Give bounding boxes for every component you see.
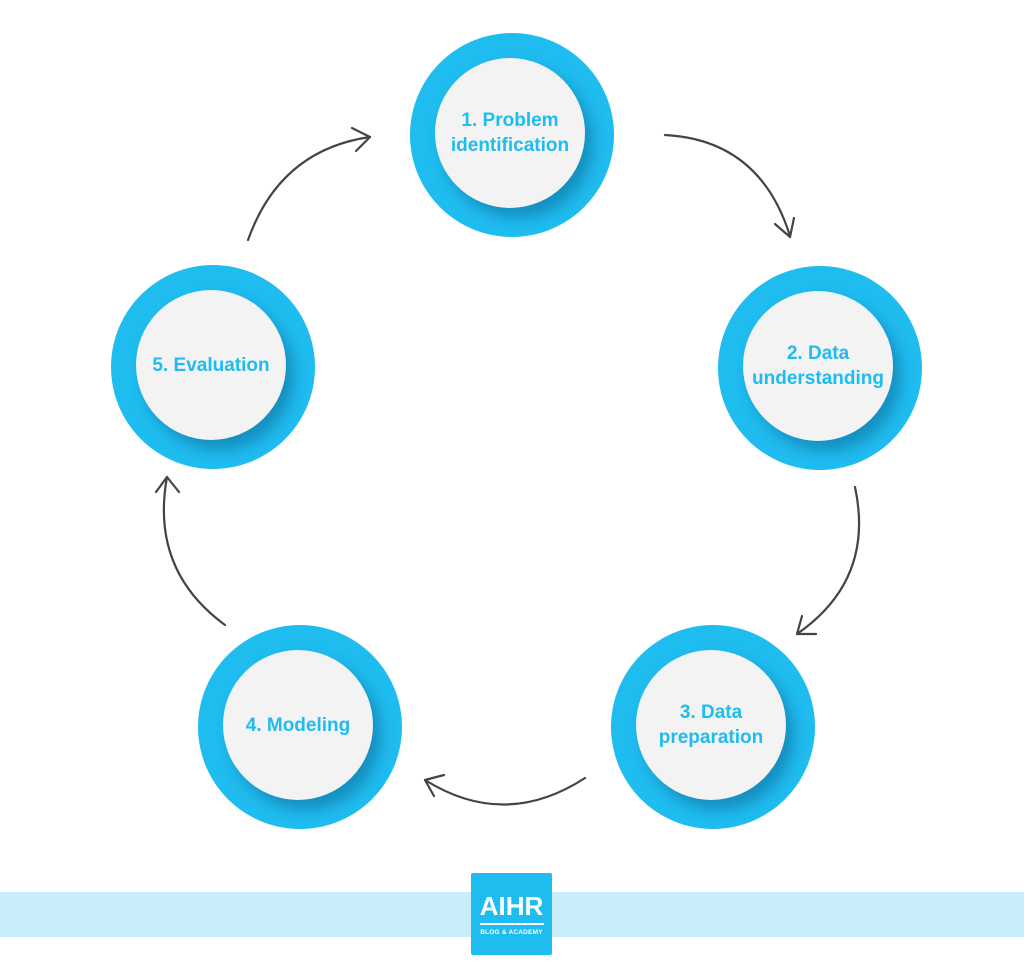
step-label: 3. Data preparation — [658, 702, 764, 748]
step-3-data-preparation: 3. Data preparation — [611, 625, 815, 829]
step-5-evaluation: 5. Evaluation — [111, 265, 315, 469]
step-4-modeling: 4. Modeling — [198, 625, 402, 829]
arrow-3-to-4 — [423, 776, 587, 806]
arrow-2-to-3 — [795, 485, 861, 636]
step-inner: 3. Data preparation — [636, 650, 786, 800]
step-label: 5. Evaluation — [152, 354, 270, 376]
arrow-3-to-4-head — [423, 773, 446, 798]
step-inner: 4. Modeling — [223, 650, 373, 800]
logo-subtitle: BLOG & ACADEMY — [480, 929, 543, 936]
step-inner: 2. Data understanding — [743, 291, 893, 441]
step-label: 1. Problem identification — [450, 110, 570, 156]
arrow-5-to-1-head — [350, 126, 372, 153]
step-inner: 1. Problem identification — [435, 58, 585, 208]
step-label: 2. Data understanding — [752, 343, 884, 389]
logo-divider — [479, 923, 544, 925]
arrow-4-to-5 — [162, 475, 227, 627]
step-2-data-understanding: 2. Data understanding — [718, 266, 922, 470]
logo-title: AIHR — [479, 891, 544, 921]
arrow-5-to-1 — [246, 135, 372, 242]
arrow-1-to-2 — [663, 133, 792, 238]
arrow-2-to-3-head — [795, 614, 818, 636]
aihr-logo: AIHR BLOG & ACADEMY — [471, 873, 552, 955]
step-label: 4. Modeling — [245, 714, 351, 736]
arrow-4-to-5-head — [154, 475, 181, 494]
step-1-problem-identification: 1. Problem identification — [410, 33, 614, 237]
step-inner: 5. Evaluation — [136, 290, 286, 440]
arrow-1-to-2-head — [773, 216, 796, 239]
